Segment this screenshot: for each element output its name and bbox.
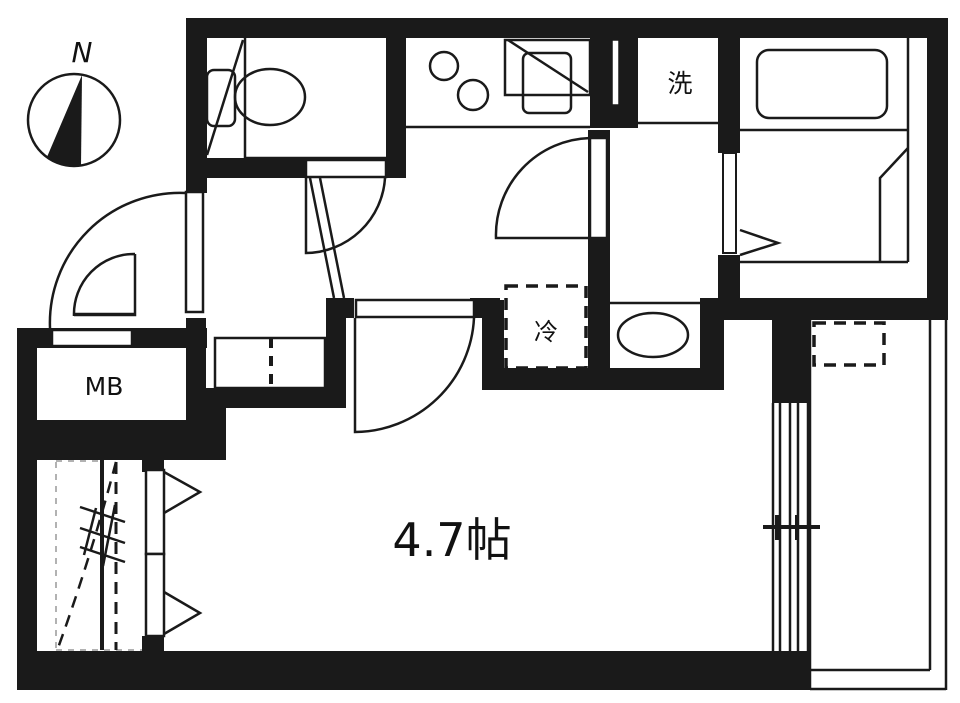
stove-burner-icon — [428, 50, 460, 82]
compass-north-label: N — [72, 36, 93, 69]
balcony-window[interactable] — [763, 403, 820, 651]
stove-burner-icon — [456, 78, 490, 112]
hall-door[interactable] — [494, 136, 609, 240]
hanger-rod-icon — [79, 505, 126, 524]
toilet-bowl-icon — [233, 67, 307, 127]
compass — [26, 72, 122, 168]
storage-niche — [724, 320, 772, 388]
bathtub-icon — [755, 48, 889, 120]
meter-box-label: MB — [85, 372, 124, 401]
bathroom — [722, 38, 910, 264]
toilet-door[interactable] — [304, 158, 388, 299]
meter-box: MB — [37, 348, 186, 420]
closet-doors[interactable] — [144, 468, 203, 638]
washer-space: 洗 — [638, 69, 718, 125]
outdoor-unit-space — [812, 321, 886, 367]
window-slit — [611, 39, 620, 106]
washer-label: 洗 — [667, 69, 692, 98]
toilet-room — [205, 38, 386, 160]
washbasin — [610, 301, 700, 368]
door-arrow-icon — [739, 228, 783, 257]
shoe-cabinet — [213, 336, 327, 390]
door-arrow-icon — [163, 470, 203, 515]
fridge-label: 冷 — [534, 318, 558, 346]
closet — [55, 460, 142, 651]
entrance-door[interactable] — [48, 190, 205, 329]
main-room-label: 4.7帖 — [392, 513, 511, 567]
sink-outline — [503, 38, 592, 97]
kitchen-counter — [406, 38, 592, 129]
room-door[interactable] — [353, 298, 476, 434]
balcony — [808, 320, 948, 691]
washbasin-icon — [616, 311, 690, 359]
sink-basin-icon — [521, 51, 573, 115]
door-arrow-icon — [163, 590, 203, 636]
compass-needle-icon — [47, 75, 82, 166]
meter-box-door[interactable] — [50, 252, 137, 348]
fridge-space: 冷 — [504, 284, 588, 370]
